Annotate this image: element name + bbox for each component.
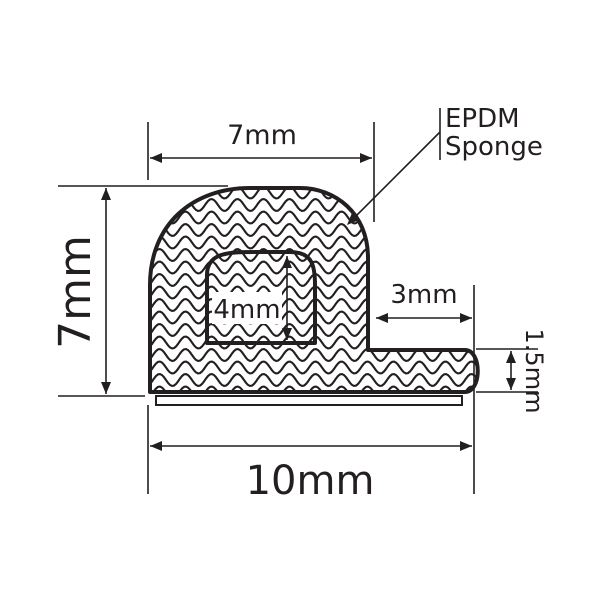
sponge-wave-line [140, 174, 490, 186]
sponge-wave-line [150, 247, 478, 263]
sponge-wave-line [150, 222, 478, 238]
arrow-tail-length-right [460, 313, 472, 323]
label-material-line2: Sponge [445, 132, 543, 162]
arrow-total-width-right [460, 441, 472, 451]
sponge-wave-line [150, 210, 478, 225]
sponge-wave-line [150, 235, 478, 250]
callout-leader [349, 131, 441, 223]
arrow-top-width-right [360, 153, 372, 163]
label-hole: 4mm [213, 295, 280, 325]
seal-hole-outline [205, 250, 317, 345]
label-tail-length: 3mm [390, 280, 457, 310]
arrow-height-top [101, 188, 111, 200]
arrow-top-width-left [150, 153, 162, 163]
arrow-height-bottom [101, 382, 111, 394]
sponge-wave-line [150, 347, 478, 363]
arrow-total-width-left [150, 441, 162, 451]
sponge-wave-line [150, 360, 478, 375]
seal-profile-outline [148, 186, 480, 394]
arrow-tail-thickness-bottom [506, 378, 516, 390]
arrow-hole-bottom [282, 328, 292, 340]
sponge-wave-line [150, 385, 478, 392]
adhesive-backing-strip [155, 395, 463, 406]
label-material-line1: EPDM [445, 104, 520, 134]
label-height: 7mm [50, 235, 101, 349]
label-top-width: 7mm [227, 120, 297, 151]
arrow-tail-length-left [376, 313, 388, 323]
label-total-width: 10mm [246, 458, 375, 504]
arrow-tail-thickness-top [506, 351, 516, 363]
label-tail-thickness: 1.5mm [520, 329, 548, 414]
hole-label-backdrop [212, 292, 282, 324]
sponge-wave-line [150, 372, 478, 388]
